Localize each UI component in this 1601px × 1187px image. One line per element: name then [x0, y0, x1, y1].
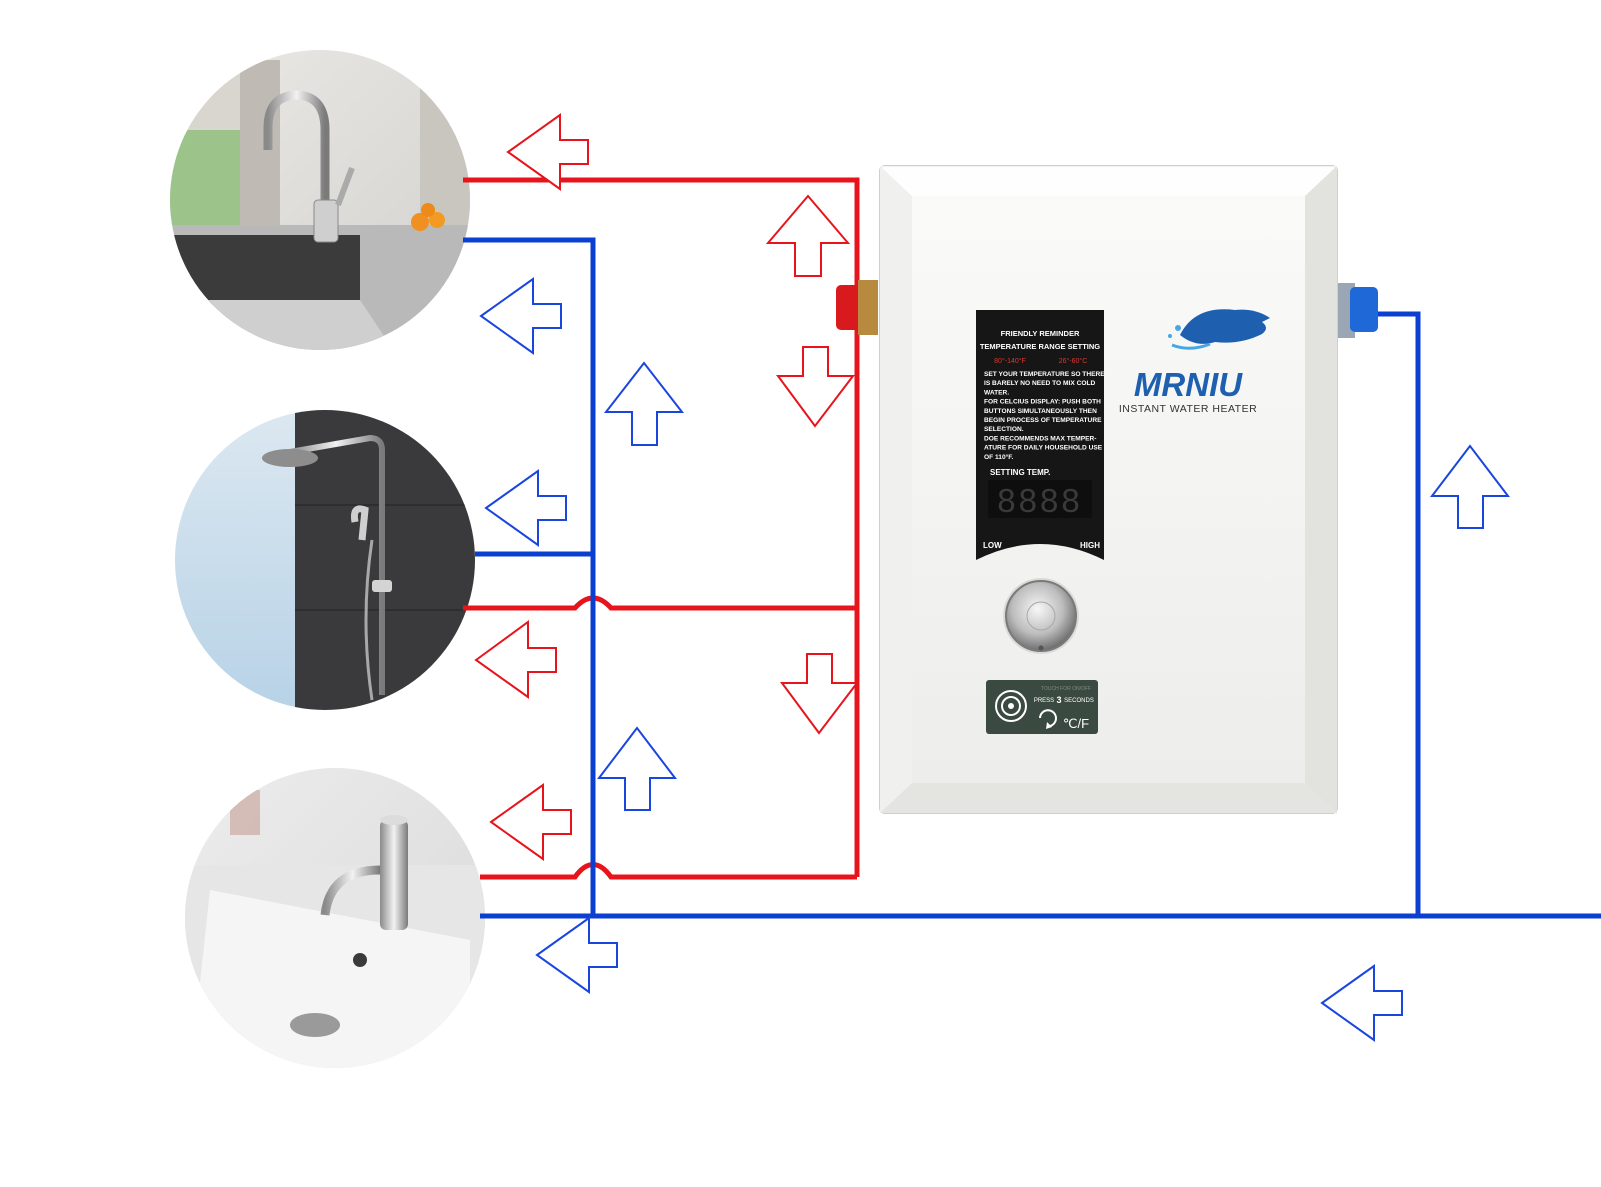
shower-head-icon [262, 434, 392, 701]
touch-icon [995, 690, 1027, 722]
range-celsius: 26°-60°C [1059, 357, 1088, 365]
arrow-up-cold-2 [596, 726, 678, 811]
panel-title-2: TEMPERATURE RANGE SETTING [980, 342, 1100, 351]
seconds-label: SECONDS [1064, 698, 1094, 704]
brand-subtitle: INSTANT WATER HEATER [1119, 403, 1257, 415]
hot-flow-arrows [474, 113, 860, 861]
cold-water-pipes [463, 237, 1601, 919]
unit-label: ℃/F [1063, 716, 1089, 731]
cold-flow-arrows [479, 277, 1511, 1042]
panel-instruction-line: DOE RECOMMENDS MAX TEMPER- [984, 435, 1096, 442]
control-panel: FRIENDLY REMINDER TEMPERATURE RANGE SETT… [976, 310, 1105, 560]
setting-temp-label: SETTING TEMP. [990, 468, 1050, 477]
panel-instruction-line: OF 110°F. [984, 453, 1014, 461]
shower-fixture [175, 410, 475, 710]
arrow-down-hot-2 [780, 653, 860, 735]
bathroom-basin-fixture [185, 768, 485, 1068]
kitchen-sink-fixture [170, 50, 470, 350]
kitchen-faucet-icon [263, 90, 355, 243]
arrow-left-hot-3 [489, 783, 572, 861]
arrow-left-cold-2 [484, 469, 567, 547]
arrow-down-hot-1 [776, 346, 856, 428]
temperature-knob[interactable] [1003, 578, 1079, 654]
arrow-left-cold-3 [535, 916, 618, 994]
hot-water-outlet-fitting [836, 280, 878, 335]
panel-instruction-line: BEGIN PROCESS OF TEMPERATURE [984, 417, 1102, 424]
press-label: PRESS [1034, 698, 1054, 704]
temperature-display: 8888 [997, 482, 1082, 519]
high-label: HIGH [1080, 541, 1100, 550]
arrow-left-hot-2 [474, 620, 557, 699]
unit-toggle-button[interactable]: TOUCH FOR ON/OFF PRESS 3 SECONDS ℃/F [986, 680, 1098, 734]
arrow-left-cold-4 [1320, 964, 1403, 1042]
recycle-icon [1039, 709, 1057, 729]
bull-logo-icon [1168, 309, 1270, 350]
panel-instruction-line: IS BARELY NO NEED TO MIX COLD [984, 380, 1095, 387]
basin-faucet-icon [320, 815, 408, 930]
panel-instructions: SET YOUR TEMPERATURE SO THERE IS BARELY N… [984, 371, 1105, 461]
press-seconds: 3 [1056, 695, 1061, 705]
arrow-up-hot-1 [765, 194, 851, 277]
brand-logo: MRNIU INSTANT WATER HEATER [1119, 309, 1270, 415]
water-heater-unit: FRIENDLY REMINDER TEMPERATURE RANGE SETT… [836, 165, 1378, 814]
arrow-left-hot-1 [506, 113, 589, 191]
panel-title-1: FRIENDLY REMINDER [1001, 329, 1080, 338]
panel-instruction-line: WATER. [984, 389, 1009, 396]
touch-label: TOUCH FOR ON/OFF [1041, 686, 1091, 692]
brand-name: MRNIU [1134, 366, 1243, 403]
cold-water-inlet-fitting [1335, 283, 1378, 338]
panel-instruction-line: BUTTONS SIMULTANEOUSLY THEN [984, 408, 1097, 415]
hot-water-pipes [463, 177, 860, 880]
arrow-up-cold-1 [603, 361, 685, 446]
arrow-left-cold-1 [479, 277, 562, 355]
panel-instruction-line: SELECTION. [984, 426, 1024, 433]
panel-instruction-line: SET YOUR TEMPERATURE SO THERE [984, 371, 1105, 378]
arrow-up-cold-3 [1429, 444, 1511, 529]
panel-instruction-line: FOR CELCIUS DISPLAY: PUSH BOTH [984, 399, 1101, 406]
low-label: LOW [983, 541, 1002, 550]
panel-instruction-line: ATURE FOR DAILY HOUSEHOLD USE [984, 445, 1103, 452]
range-fahrenheit: 80°-140°F [994, 357, 1026, 365]
